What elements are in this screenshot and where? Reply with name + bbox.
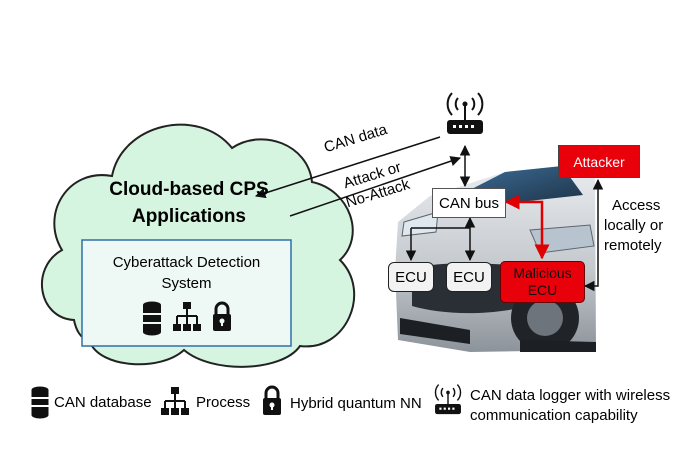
- cloud-title-line1: Cloud-based CPS: [109, 179, 269, 200]
- can-bus-box: CAN bus: [432, 188, 506, 218]
- legend-router-icon: [434, 384, 462, 415]
- detection-system-box: Cyberattack Detection System: [82, 240, 291, 346]
- legend-logger-line1: CAN data logger with wireless: [470, 387, 671, 404]
- detection-title-line1: Cyberattack Detection: [112, 254, 261, 271]
- can-data-arrow: [255, 136, 441, 199]
- ecu-box-2: ECU: [446, 262, 492, 292]
- router-icon: [446, 92, 484, 134]
- access-label-line3: remotely: [604, 237, 662, 254]
- cloud-title-line2: Applications: [131, 206, 246, 227]
- attack-result-arrow: [289, 156, 461, 217]
- detection-system-title: Cyberattack Detection System: [82, 252, 291, 294]
- legend-database-icon: [31, 386, 49, 419]
- legend-process-icon: [161, 387, 189, 415]
- legend-process-label: Process: [196, 394, 251, 411]
- access-label-line1: Access: [612, 197, 661, 214]
- bus-malicious-link: [504, 194, 550, 260]
- cloud-title: Cloud-based CPS Applications: [64, 176, 314, 230]
- malicious-ecu-line2: ECU: [527, 282, 558, 298]
- legend-lock-icon: [263, 385, 281, 415]
- access-label: Access locally or remotely: [604, 196, 663, 256]
- attacker-box: Attacker: [558, 145, 640, 178]
- ecu-box-1: ECU: [388, 262, 434, 292]
- legend-database-label: CAN database: [54, 394, 152, 411]
- legend-logger-label: CAN data logger with wireless communicat…: [470, 386, 670, 426]
- database-icon: [143, 301, 161, 336]
- lock-icon: [213, 301, 231, 331]
- malicious-ecu-box: Malicious ECU: [500, 261, 585, 303]
- detection-title-line2: System: [161, 275, 212, 292]
- process-icon: [173, 302, 201, 331]
- access-label-line2: locally or: [604, 217, 664, 234]
- malicious-ecu-line1: Malicious: [513, 265, 572, 281]
- legend-logger-line2: communication capability: [470, 407, 638, 424]
- legend-hybrid-label: Hybrid quantum NN: [290, 395, 422, 412]
- attacker-malicious-link: [583, 178, 604, 292]
